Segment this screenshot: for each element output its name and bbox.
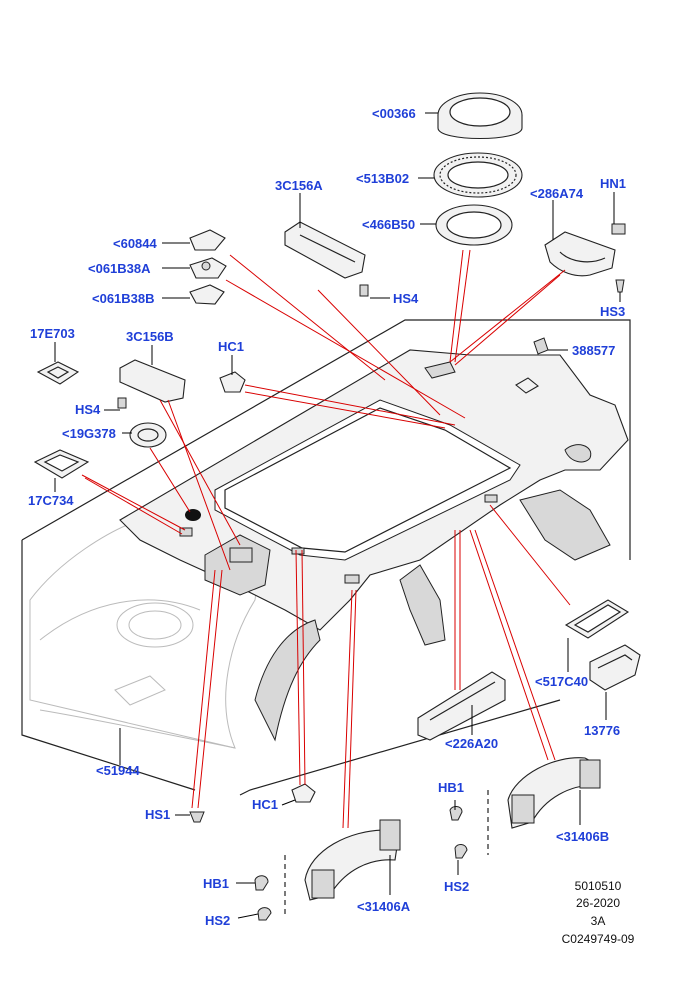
part-00366-ring [437,92,523,139]
label-00366[interactable]: <00366 [372,106,416,121]
fastener-hardware [189,783,489,921]
label-3C156B[interactable]: 3C156B [126,329,174,344]
part-3C156A-bracket [284,221,369,297]
part-061B38B [189,284,225,305]
label-HS4-left[interactable]: HS4 [75,402,101,417]
reference-number: 5010510 [575,879,622,893]
label-HC1-top[interactable]: HC1 [218,339,244,354]
headliner-frame [21,319,631,796]
label-517C40[interactable]: <517C40 [535,674,588,689]
label-13776[interactable]: 13776 [584,723,620,738]
part-3C156B-bracket [117,359,186,409]
part-061B38A [189,257,227,279]
part-517C40-mirror [564,599,630,639]
label-513B02[interactable]: <513B02 [356,171,409,186]
label-HB1-left[interactable]: HB1 [203,876,229,891]
label-3C156A[interactable]: 3C156A [275,178,323,193]
part-513B02-bezel [433,152,523,198]
red-leaders [81,249,571,829]
part-17C734-lamp-frame [33,449,90,479]
label-31406B[interactable]: <31406B [556,829,609,844]
label-388577[interactable]: 388577 [572,343,615,358]
label-HN1[interactable]: HN1 [600,176,626,191]
part-388577-clip [515,337,549,394]
label-466B50[interactable]: <466B50 [362,217,415,232]
reference-code: C0249749-09 [562,932,635,946]
part-226A20-bracket [417,671,506,741]
part-31406A-grab-handle [304,819,401,901]
part-31406B-grab-handle [507,757,601,829]
drawing-reference: 5010510 26-2020 3A C0249749-09 [562,879,635,946]
part-60844 [189,229,226,251]
label-286A74[interactable]: <286A74 [530,186,584,201]
label-HC1-bottom[interactable]: HC1 [252,797,278,812]
part-286A74-bracket [544,223,626,293]
label-HS2-left[interactable]: HS2 [205,913,230,928]
label-60844[interactable]: <60844 [113,236,158,251]
label-17E703[interactable]: 17E703 [30,326,75,341]
label-HS4-top[interactable]: HS4 [393,291,419,306]
label-061B38A[interactable]: <061B38A [88,261,151,276]
part-466B50-gasket [435,204,513,246]
part-17E703-lamp [36,361,80,385]
part-19G378-grille [129,422,201,521]
part-13776-lamp [589,644,641,691]
headliner-panel [119,349,629,742]
label-HB1-right[interactable]: HB1 [438,780,464,795]
label-17C734[interactable]: 17C734 [28,493,74,508]
label-51944[interactable]: <51944 [96,763,141,778]
label-HS1[interactable]: HS1 [145,807,170,822]
label-061B38B[interactable]: <061B38B [92,291,155,306]
part-labels: <00366 <513B02 <466B50 3C156A <286A74 HN… [28,106,626,928]
reference-sheet: 3A [591,914,606,928]
label-31406A[interactable]: <31406A [357,899,411,914]
label-226A20[interactable]: <226A20 [445,736,498,751]
reference-date: 26-2020 [576,896,620,910]
label-HS3[interactable]: HS3 [600,304,625,319]
black-leaders [54,112,621,919]
label-HS2-right[interactable]: HS2 [444,879,469,894]
label-19G378[interactable]: <19G378 [62,426,116,441]
